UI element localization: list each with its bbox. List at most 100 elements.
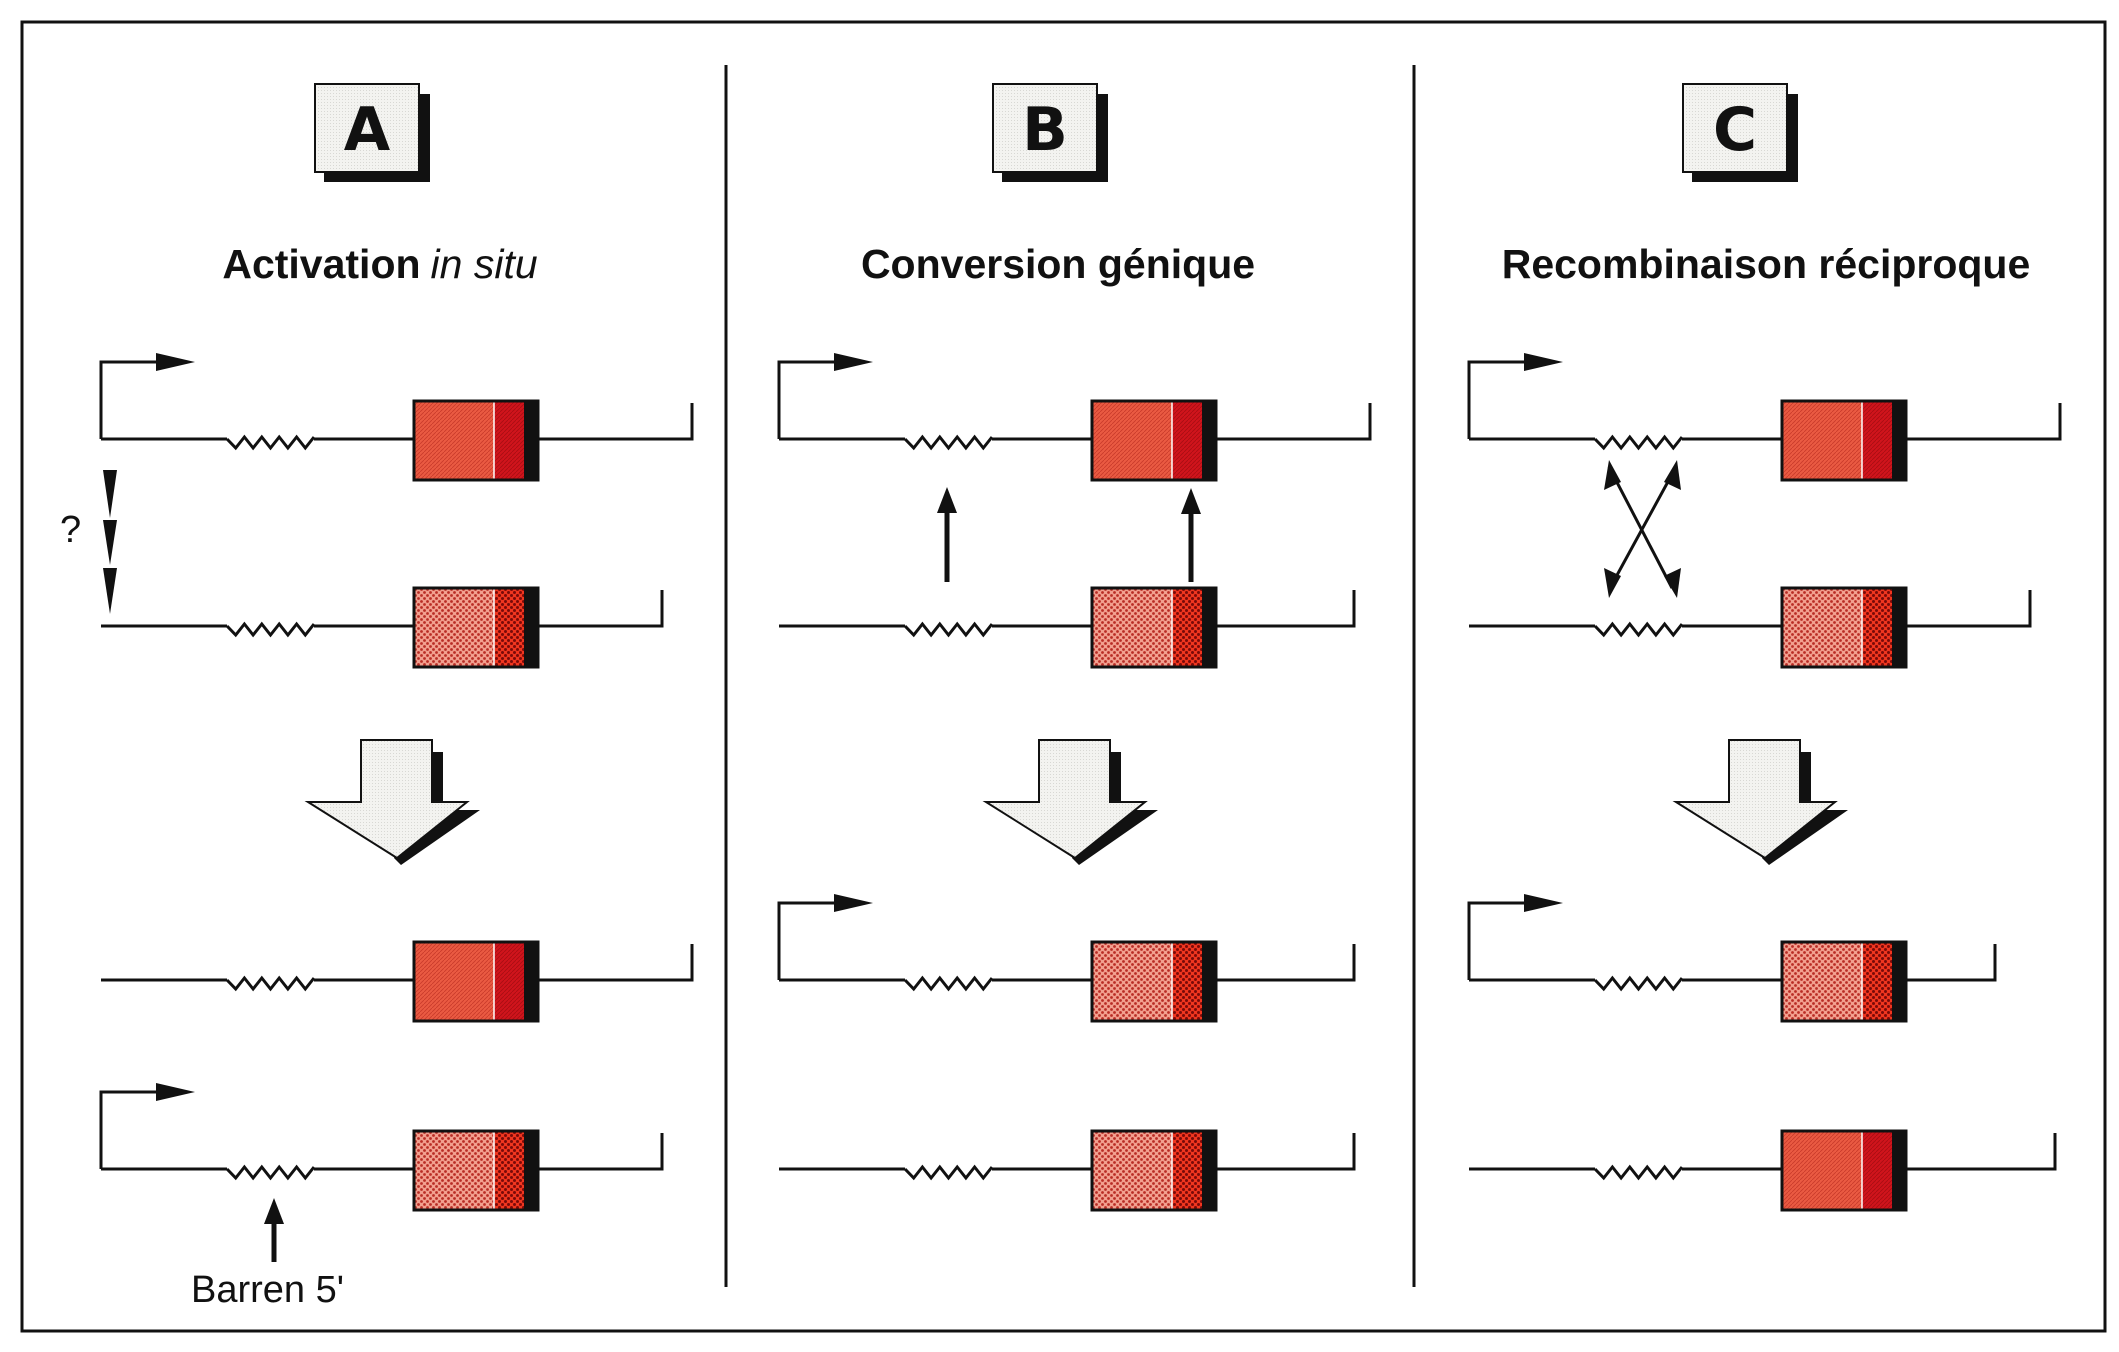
barren-pointer-arrow-icon — [264, 1198, 284, 1262]
panel-title: Recombinaison réciproque — [1502, 241, 2031, 287]
exon-end — [1172, 1131, 1202, 1210]
dashed-arrow-segment — [103, 470, 117, 518]
exon-cap — [1202, 1131, 1216, 1210]
promoter-arrow-icon — [777, 353, 873, 439]
letter-badge-box — [1682, 83, 1788, 173]
gene-row — [779, 1129, 1356, 1212]
gene-box-silent — [1090, 940, 1218, 1023]
barren-label: Barren 5' — [191, 1269, 344, 1311]
gene-box-silent — [1090, 1129, 1218, 1212]
gene-box-active — [1090, 399, 1218, 482]
gene-box-silent — [1780, 940, 1908, 1023]
gene-row — [777, 894, 1356, 1023]
gene-box-silent — [412, 1129, 540, 1212]
exon-cap — [1202, 401, 1216, 480]
exon-end — [494, 588, 524, 667]
panel-title-italic: in situ — [431, 241, 538, 287]
gene-row — [1469, 586, 2032, 669]
exon-end — [494, 1131, 524, 1210]
dna-line-tail — [1906, 590, 2032, 628]
dna-line-tail — [1906, 403, 2062, 441]
panel-letter-badge: B — [992, 83, 1108, 182]
gene-row — [1467, 353, 2062, 482]
dashed-arrow-segment — [103, 520, 117, 565]
panel-letter: A — [344, 95, 391, 165]
panel-c: C Recombinaison réciproque — [1467, 83, 2062, 1212]
dna-line-tail — [538, 403, 694, 441]
panel-letter: C — [1713, 95, 1757, 165]
panel-title-main: Activation — [222, 241, 420, 287]
promoter-arrow-icon — [99, 1083, 195, 1169]
exon-cap — [524, 1131, 538, 1210]
exon-cap — [1892, 1131, 1906, 1210]
exon-cap — [1892, 588, 1906, 667]
gene-row — [1469, 1129, 2057, 1212]
exon-end — [1862, 401, 1892, 480]
gene-row — [99, 1083, 664, 1212]
repeat-element-zigzag — [1593, 621, 1684, 638]
figure-frame — [20, 20, 2107, 1333]
repeat-element-zigzag — [903, 434, 994, 451]
letter-badge-box — [314, 83, 420, 173]
exon-cap — [1202, 942, 1216, 1021]
repeat-element-zigzag — [1593, 434, 1684, 451]
question-mark: ? — [60, 509, 81, 551]
transition-down-arrow-icon — [304, 739, 480, 865]
exon-cap — [524, 401, 538, 480]
exon-end — [1862, 1131, 1892, 1210]
promoter-arrow-icon — [1467, 353, 1563, 439]
gene-row — [99, 353, 694, 482]
panel-letter-badge: C — [1682, 83, 1798, 182]
question-dashed-arrow-icon — [103, 470, 117, 614]
exon-end — [1172, 942, 1202, 1021]
letter-badge-box — [992, 83, 1098, 173]
repeat-element-zigzag — [225, 434, 316, 451]
panel-b: B Conversion génique — [777, 83, 1372, 1212]
exon-end — [1172, 401, 1202, 480]
exon-end — [494, 942, 524, 1021]
repeat-element-zigzag — [903, 975, 994, 992]
repeat-element-zigzag — [225, 1164, 316, 1181]
repeat-element-zigzag — [1593, 1164, 1684, 1181]
repeat-element-zigzag — [1593, 975, 1684, 992]
repeat-element-zigzag — [903, 1164, 994, 1181]
exon-end — [494, 401, 524, 480]
panel-letter-badge: A — [314, 83, 430, 182]
gene-row — [101, 940, 694, 1023]
exon-cap — [1892, 401, 1906, 480]
dna-line-tail — [1216, 944, 1356, 982]
dna-line-tail — [1906, 1133, 2057, 1171]
dashed-arrow-segment — [103, 568, 117, 614]
gene-box-silent — [412, 586, 540, 669]
dna-line-tail — [1216, 1133, 1356, 1171]
gene-row — [1467, 894, 1997, 1023]
gene-box-active — [1780, 399, 1908, 482]
conversion-arrow-icon — [937, 487, 957, 582]
gene-box-active — [412, 940, 540, 1023]
exon-cap — [524, 942, 538, 1021]
gene-box-active — [1780, 1129, 1908, 1212]
exon-cap — [1892, 942, 1906, 1021]
conversion-arrow-icon — [1181, 488, 1201, 582]
gene-row — [779, 586, 1356, 669]
panel-letter: B — [1022, 95, 1068, 165]
transition-down-arrow-icon — [1672, 739, 1848, 865]
exon-cap — [524, 588, 538, 667]
repeat-element-zigzag — [225, 621, 316, 638]
dna-line-tail — [1216, 403, 1372, 441]
panel-title: Conversion génique — [861, 241, 1255, 287]
exon-cap — [1202, 588, 1216, 667]
repeat-element-zigzag — [225, 975, 316, 992]
dna-line-tail — [1216, 590, 1356, 628]
exon-end — [1862, 588, 1892, 667]
gene-box-silent — [1780, 586, 1908, 669]
panel-title-main: Recombinaison réciproque — [1502, 241, 2031, 287]
promoter-arrow-icon — [99, 353, 195, 439]
gene-box-active — [412, 399, 540, 482]
repeat-element-zigzag — [903, 621, 994, 638]
crossover-arrows-icon — [1604, 460, 1681, 598]
dna-line-tail — [1906, 944, 1997, 982]
dna-line-tail — [538, 1133, 664, 1171]
